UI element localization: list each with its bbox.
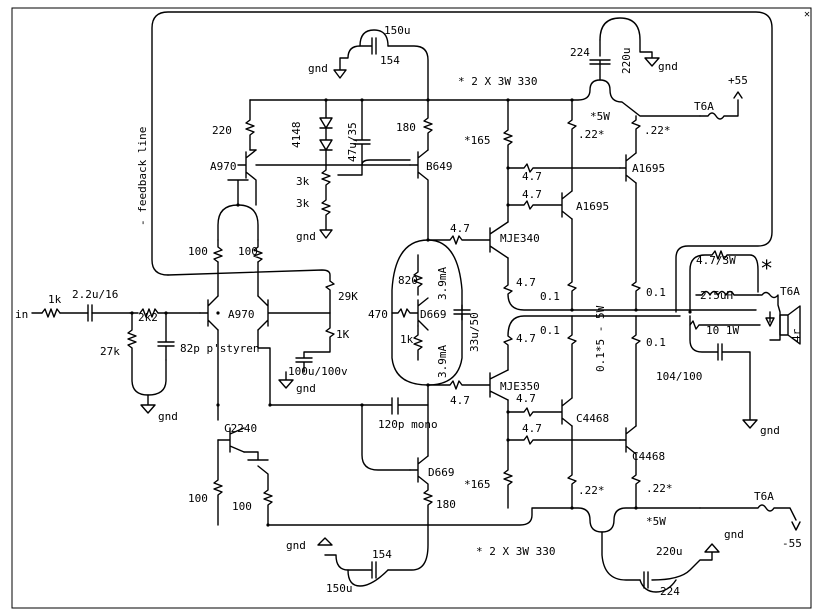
- gnd-top-label: gnd: [658, 60, 678, 73]
- r-5w-bot-label: *5W: [646, 515, 666, 528]
- fuse-bot-label: T6A: [754, 490, 774, 503]
- c-47u-label: 47u/35: [346, 122, 359, 162]
- c-150u-bot-label: 150u: [326, 582, 353, 595]
- r-180-bot-label: 180: [436, 498, 456, 511]
- r-100-bot-b-label: 100: [232, 500, 252, 513]
- r-10-1w-label: 10 1W: [706, 324, 739, 337]
- i-bot-label: 3.9mA: [436, 345, 449, 378]
- r-3k-a-label: 3k: [296, 175, 310, 188]
- r-470-label: 470: [368, 308, 388, 321]
- r-47-3w-label: 4.7/3W: [696, 254, 736, 267]
- c-154-top-label: 154: [380, 54, 400, 67]
- q-a1695a-label: A1695: [632, 162, 665, 175]
- r-22b-label: .22*: [644, 124, 671, 137]
- r-100-bot-a-label: 100: [188, 492, 208, 505]
- r-47a-label: 4.7: [450, 222, 470, 235]
- r-220-label: 220: [212, 124, 232, 137]
- c-100u-label: 100u/100v: [288, 365, 348, 378]
- r-47g-label: 4.7: [522, 422, 542, 435]
- star-label: *: [760, 257, 773, 282]
- junction-dots: [130, 98, 692, 527]
- r-100b-label: 100: [238, 245, 258, 258]
- res-note-bot: * 2 X 3W 330: [476, 545, 555, 558]
- q-c4468a-label: C4468: [576, 412, 609, 425]
- r-22d-label: .22*: [646, 482, 673, 495]
- r-100a-label: 100: [188, 245, 208, 258]
- r-1k-bias-label: 1k: [400, 333, 414, 346]
- q-d669-label: D669: [428, 466, 455, 479]
- res-note-top: * 2 X 3W 330: [458, 75, 537, 88]
- q-b649-label: B649: [426, 160, 453, 173]
- speaker-label: 4r: [790, 328, 803, 342]
- q-a970-pair-label: A970: [228, 308, 255, 321]
- r-27k-label: 27k: [100, 345, 120, 358]
- r-47d-label: 4.7: [516, 332, 536, 345]
- r-in-label: 1k: [48, 293, 62, 306]
- q-a970-top-label: A970: [210, 160, 237, 173]
- c-in-label: 2.2u/16: [72, 288, 118, 301]
- speaker-symbol: [779, 305, 801, 345]
- c-224-bot-label: 224: [660, 585, 680, 598]
- r-165-bot-label: *165: [464, 478, 491, 491]
- c-224-top-label: 224: [570, 46, 590, 59]
- r-01d-label: 0.1: [646, 336, 666, 349]
- r-47f-label: 4.7: [522, 188, 542, 201]
- d-4148-label: 4148: [290, 122, 303, 149]
- negative-rail: [269, 507, 701, 533]
- r-01-5w-label: 0.1*5 - 5W: [594, 305, 607, 372]
- feedback-label: - feedback line: [136, 127, 149, 226]
- r-47h-label: 4.7: [516, 392, 536, 405]
- r-5w-top-label: *5W: [590, 110, 610, 123]
- v-neg-label: -55: [782, 537, 802, 550]
- v-pos-label: +55: [728, 74, 748, 87]
- gnd-3k-label: gnd: [296, 230, 316, 243]
- feedback-line: [151, 11, 773, 313]
- gnd-c-bot-label: gnd: [286, 539, 306, 552]
- r-01b-label: 0.1: [646, 286, 666, 299]
- q-a1695b-label: A1695: [576, 200, 609, 213]
- gnd-fb-label: gnd: [296, 382, 316, 395]
- gnd-input-label: gnd: [158, 410, 178, 423]
- q-c2240-label: C2240: [224, 422, 257, 435]
- r-29k-label: 29K: [338, 290, 358, 303]
- c-120p-label: 120p mono: [378, 418, 438, 431]
- q-c4468b-label: C4468: [632, 450, 665, 463]
- r-3k-b-label: 3k: [296, 197, 310, 210]
- schematic-frame: [11, 7, 812, 609]
- r-01a-label: 0.1: [540, 290, 560, 303]
- c-150u-top-label: 150u: [384, 24, 411, 37]
- r-165-top-label: *165: [464, 134, 491, 147]
- l-25uh-label: 2.5uH: [700, 289, 733, 302]
- input-label: in: [15, 308, 28, 321]
- q-d669-bias-label: D669: [420, 308, 447, 321]
- corner-mark: ✕: [804, 9, 810, 20]
- r-47b-label: 4.7: [450, 394, 470, 407]
- fuse-top-label: T6A: [694, 100, 714, 113]
- c-220u-bot-label: 220u: [656, 545, 683, 558]
- r-1k-fb-label: 1K: [336, 328, 350, 341]
- gnd-c-top-label: gnd: [308, 62, 328, 75]
- q-mje340-label: MJE340: [500, 232, 540, 245]
- r-22a-label: .22*: [578, 128, 605, 141]
- r-22c-label: .22*: [578, 484, 605, 497]
- r-820-label: 820: [398, 274, 418, 287]
- r-47e-label: 4.7: [522, 170, 542, 183]
- c-104-label: 104/100: [656, 370, 702, 383]
- r-01c-label: 0.1: [540, 324, 560, 337]
- q-mje350-label: MJE350: [500, 380, 540, 393]
- r-47c-label: 4.7: [516, 276, 536, 289]
- c-33u-label: 33u/50: [468, 312, 481, 352]
- c-220u-top-label: 220u: [620, 48, 633, 75]
- c-82p-label: 82p p'styren: [180, 342, 259, 355]
- fuse-out-label: T6A: [780, 285, 800, 298]
- gnd-out-label: gnd: [760, 424, 780, 437]
- gnd-bot-label: gnd: [724, 528, 744, 541]
- r-2k2-label: 2k2: [138, 311, 158, 324]
- c-154-bot-label: 154: [372, 548, 392, 561]
- i-top-label: 3.9mA: [436, 267, 449, 300]
- r-180-top-label: 180: [396, 121, 416, 134]
